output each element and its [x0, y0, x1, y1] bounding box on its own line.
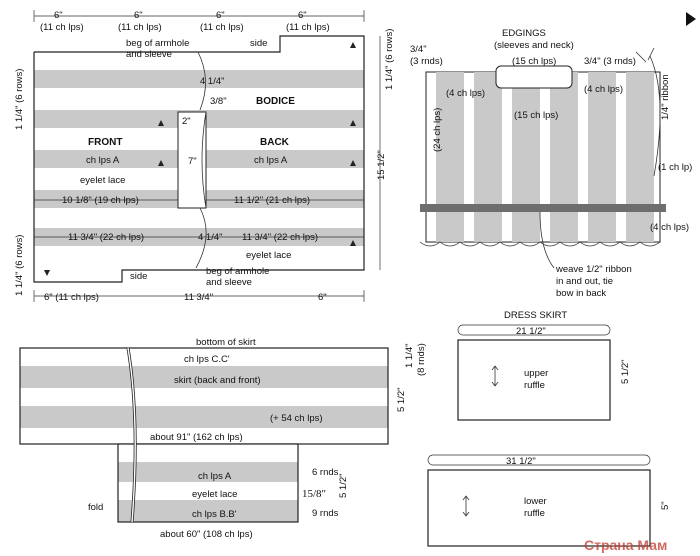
edging-3-4-right: 3/4" (3 rnds) [584, 56, 636, 67]
bodice-top-dim-3: 6" [216, 10, 225, 21]
skirt-chlpsA: ch lps A [198, 471, 232, 482]
skirt-panel [19, 347, 389, 523]
bodice-top-lps-2: (11 ch lps) [118, 22, 162, 33]
edging-4-left: (4 ch lps) [446, 88, 485, 99]
beg-armhole-bottom-line2: and sleeve [206, 277, 252, 288]
skirt-about-91: about 91" (162 ch lps) [150, 432, 243, 443]
ribbon-band [420, 204, 666, 212]
dim-3-8: 3/8" [210, 96, 227, 107]
dim-11-3-4-right: 11 3/4" (22 ch lps) [242, 232, 318, 243]
front-label: FRONT [88, 137, 122, 148]
bodice-panel [33, 35, 365, 283]
skirt-eyelet: eyelet lace [192, 489, 237, 500]
bodice-top-dim-2: 6" [134, 10, 143, 21]
beg-armhole-top-line2: and sleeve [126, 49, 172, 60]
dim-11-1-2: 11 1/2" (21 ch lps) [234, 195, 310, 206]
edging-ribbon: 1/4" ribbon [660, 74, 671, 120]
bodice-eyelet-b: eyelet lace [246, 250, 291, 261]
skirt-chlps-cc: ch lps C.C' [184, 354, 230, 365]
page-arrow-icon [686, 12, 696, 26]
skirt-plus-54: (+ 54 ch lps) [270, 413, 323, 424]
skirt-8-rnds: (8 rnds) [416, 343, 427, 376]
bodice-title: BODICE [256, 96, 295, 107]
skirt-5-1-2-b: 5 1/2" [338, 473, 349, 498]
skirt-5-1-2: 5 1/2" [396, 387, 407, 412]
weave-line3: bow in back [556, 288, 606, 299]
bodice-top-lps-1: (11 ch lps) [40, 22, 84, 33]
upper-ruffle-line2: ruffle [524, 380, 545, 391]
bodice-arrows [44, 42, 356, 276]
bodice-top-dim-4: 6" [298, 10, 307, 21]
dress-lower-width: 31 1/2" [506, 456, 536, 467]
weave-line2: in and out, tie [556, 276, 613, 287]
dress-skirt-title: DRESS SKIRT [504, 310, 567, 321]
upper-ruffle-line1: upper [524, 368, 548, 379]
right-rows: 1 1/4" (6 rows) [384, 29, 395, 90]
bodice-top-lps-3: (11 ch lps) [200, 22, 244, 33]
nine-rnds: 9 rnds [312, 508, 339, 519]
lower-ruffle-line2: ruffle [524, 508, 545, 519]
upper-ruffle-rect [457, 339, 611, 421]
about-60: about 60" (108 ch lps) [160, 529, 253, 540]
side-bottom-label: side [130, 271, 147, 282]
dress-lower-height: 5" [660, 501, 671, 510]
dim-4-1-4-b: 4 1/4" [198, 232, 223, 243]
bodice-title-bg [248, 93, 300, 107]
edging-4-bottom: (4 ch lps) [650, 222, 689, 233]
left-rows-top: 1 1/4" (6 rows) [14, 69, 25, 130]
edging-24: (24 ch lps) [432, 108, 443, 152]
edging-mid-15: (15 ch lps) [514, 110, 558, 121]
left-rows-bottom: 1 1/4" (6 rows) [14, 235, 25, 296]
edgings-title: EDGINGS [502, 28, 546, 39]
beg-armhole-bottom-line1: beg of armhole [206, 266, 269, 277]
edging-4-right: (4 ch lps) [584, 84, 623, 95]
bodice-eyelet: eyelet lace [80, 175, 125, 186]
edging-1-chlp: (1 ch lp) [658, 162, 692, 173]
skirt-label: skirt (back and front) [174, 375, 261, 386]
bodice-chlpsA-left: ch lps A [86, 155, 120, 166]
watermark: Страна Мам [584, 537, 667, 553]
edging-top-15: (15 ch lps) [512, 56, 556, 67]
edgings-subtitle: (sleeves and neck) [494, 40, 574, 51]
dim-4-1-4: 4 1/4" [200, 76, 225, 87]
edging-3-4-left: 3/4" [410, 44, 427, 55]
bottom-dim-6-right: 6" [318, 292, 327, 303]
dim-11-3-4-left: 11 3/4" (22 ch lps) [68, 232, 144, 243]
skirt-1-5-8: 15/8" [302, 488, 326, 500]
bodice-top-lps-4: (11 ch lps) [286, 22, 330, 33]
fold-label: fold [88, 502, 103, 513]
bottom-dim-6-left: 6" (11 ch lps) [44, 292, 99, 303]
skirt-chlpsBB: ch lps B.B' [192, 509, 237, 520]
back-label: BACK [260, 137, 290, 148]
dim-2: 2" [182, 116, 191, 127]
dress-upper-width: 21 1/2" [516, 326, 546, 337]
lower-ruffle-rect [427, 469, 651, 547]
lower-ruffle-line1: lower [524, 496, 547, 507]
dress-upper-height: 5 1/2" [620, 359, 631, 384]
six-rnds: 6 rnds [312, 467, 339, 478]
edgings-panel [419, 47, 666, 247]
beg-armhole-top-line1: beg of armhole [126, 38, 189, 49]
edging-3-rnds-left: (3 rnds) [410, 56, 443, 67]
skirt-1-1-4: 1 1/4" [404, 343, 415, 368]
weave-line1: weave 1/2" ribbon [555, 264, 632, 275]
bottom-dim-11-3-4: 11 3/4" [184, 292, 213, 303]
bottom-of-skirt: bottom of skirt [196, 337, 256, 348]
dim-7: 7" [188, 156, 197, 167]
bodice-stripe [34, 70, 364, 88]
bodice-chlpsA-right: ch lps A [254, 155, 288, 166]
right-15-1-2: 15 1/2" [376, 150, 387, 180]
dim-10-1-8: 10 1/8" (19 ch lps) [62, 195, 139, 206]
bodice-top-dims: 6" 6" 6" 6" (11 ch lps) (11 ch lps) (11 … [33, 10, 365, 33]
side-top-label: side [250, 38, 267, 49]
bodice-top-dim-1: 6" [54, 10, 63, 21]
